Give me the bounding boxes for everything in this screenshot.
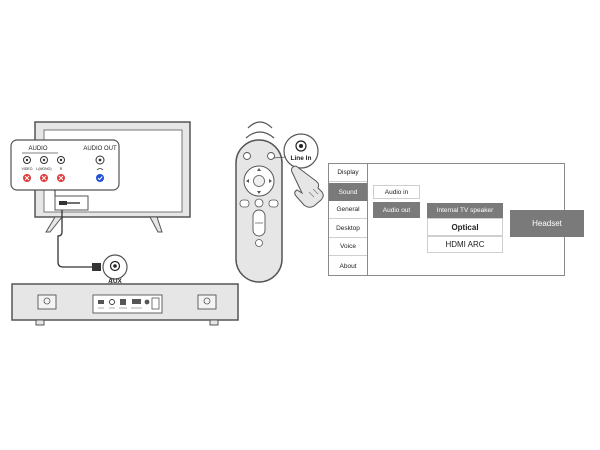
option-internal-tv-speaker[interactable]: Internal TV speaker	[427, 203, 503, 218]
tv-port-panel-box	[10, 139, 120, 191]
error-icon-right	[57, 174, 65, 182]
signal-waves-icon	[245, 121, 275, 139]
aux-label: AUX	[108, 278, 122, 285]
option-optical[interactable]: Optical	[427, 218, 503, 236]
remote	[235, 139, 283, 283]
tv-audio-label: AUDIO	[28, 146, 47, 152]
menu-item-desktop[interactable]: Desktop	[329, 220, 367, 238]
tv-leg-right	[149, 216, 163, 233]
optical-port	[120, 299, 126, 305]
menu-item-about[interactable]: About	[339, 262, 357, 270]
submenu-audio-out[interactable]: Audio out	[373, 202, 420, 218]
tv-port-panel: AUDIO AUDIO OUT VIDEO L(MONO) R	[10, 139, 120, 191]
line-in-label: Line In	[291, 155, 312, 162]
tv-audio-out-label: AUDIO OUT	[83, 146, 117, 152]
remote-mute-button	[255, 239, 263, 247]
soundbar	[11, 283, 239, 326]
power-switch	[151, 297, 160, 310]
audio-out-jack-pin	[98, 158, 102, 162]
port-label-left: L(MONO)	[36, 167, 51, 171]
tv-leg-left	[45, 216, 64, 233]
right-audio-jack-pin	[59, 158, 63, 162]
mount-hole-left	[37, 294, 57, 310]
remote-source-button	[267, 152, 275, 160]
aux-port	[109, 299, 115, 305]
cable-run	[57, 210, 96, 268]
settings-menu: Display Sound General Desktop Voice Abou…	[328, 163, 584, 276]
headphone-icon	[96, 168, 104, 171]
menu-item-display[interactable]: Display	[329, 164, 367, 182]
aux-jack-pin	[113, 264, 117, 268]
remote-back-button	[239, 199, 250, 208]
main-menu-column: Display Sound General Desktop Voice Abou…	[329, 164, 368, 275]
check-icon-audio-out	[96, 174, 104, 182]
usb-port	[98, 300, 104, 304]
submenu-audio-in[interactable]: Audio in	[373, 185, 420, 199]
line-in-callout: Line In	[272, 133, 319, 169]
port-label-right: R	[60, 167, 63, 171]
plug-body	[59, 201, 67, 205]
soundbar-foot-left	[35, 319, 45, 326]
line-in-jack-pin	[299, 144, 303, 148]
left-audio-jack-pin	[42, 158, 46, 162]
remote-power-button	[243, 152, 251, 160]
error-icon-video	[23, 174, 31, 182]
aux-callout: AUX	[102, 254, 128, 297]
soundbar-foot-right	[209, 319, 219, 326]
line-in-pointer	[272, 156, 287, 159]
aux-plug	[92, 263, 101, 271]
power-port	[144, 299, 150, 305]
option-hdmi-arc[interactable]: HDMI ARC	[427, 236, 503, 253]
mount-keyhole-right	[203, 297, 211, 305]
mount-keyhole-left	[43, 297, 51, 305]
remote-menu-button	[268, 199, 279, 208]
menu-item-general[interactable]: General	[329, 201, 367, 219]
aux-cable	[54, 190, 101, 271]
error-icon-left	[40, 174, 48, 182]
soundbar-port-panel	[92, 294, 163, 314]
video-jack-pin	[25, 158, 29, 162]
remote-home-button	[254, 198, 264, 208]
port-label-video: VIDEO	[22, 167, 33, 171]
hand-pointer-icon	[291, 165, 324, 208]
remote-ok-button	[253, 175, 265, 187]
option-headset[interactable]: Headset	[510, 210, 584, 237]
mount-hole-right	[197, 294, 217, 310]
hdmi-port	[132, 299, 141, 304]
menu-item-voice[interactable]: Voice	[329, 238, 367, 256]
menu-item-sound[interactable]: Sound	[329, 183, 367, 201]
